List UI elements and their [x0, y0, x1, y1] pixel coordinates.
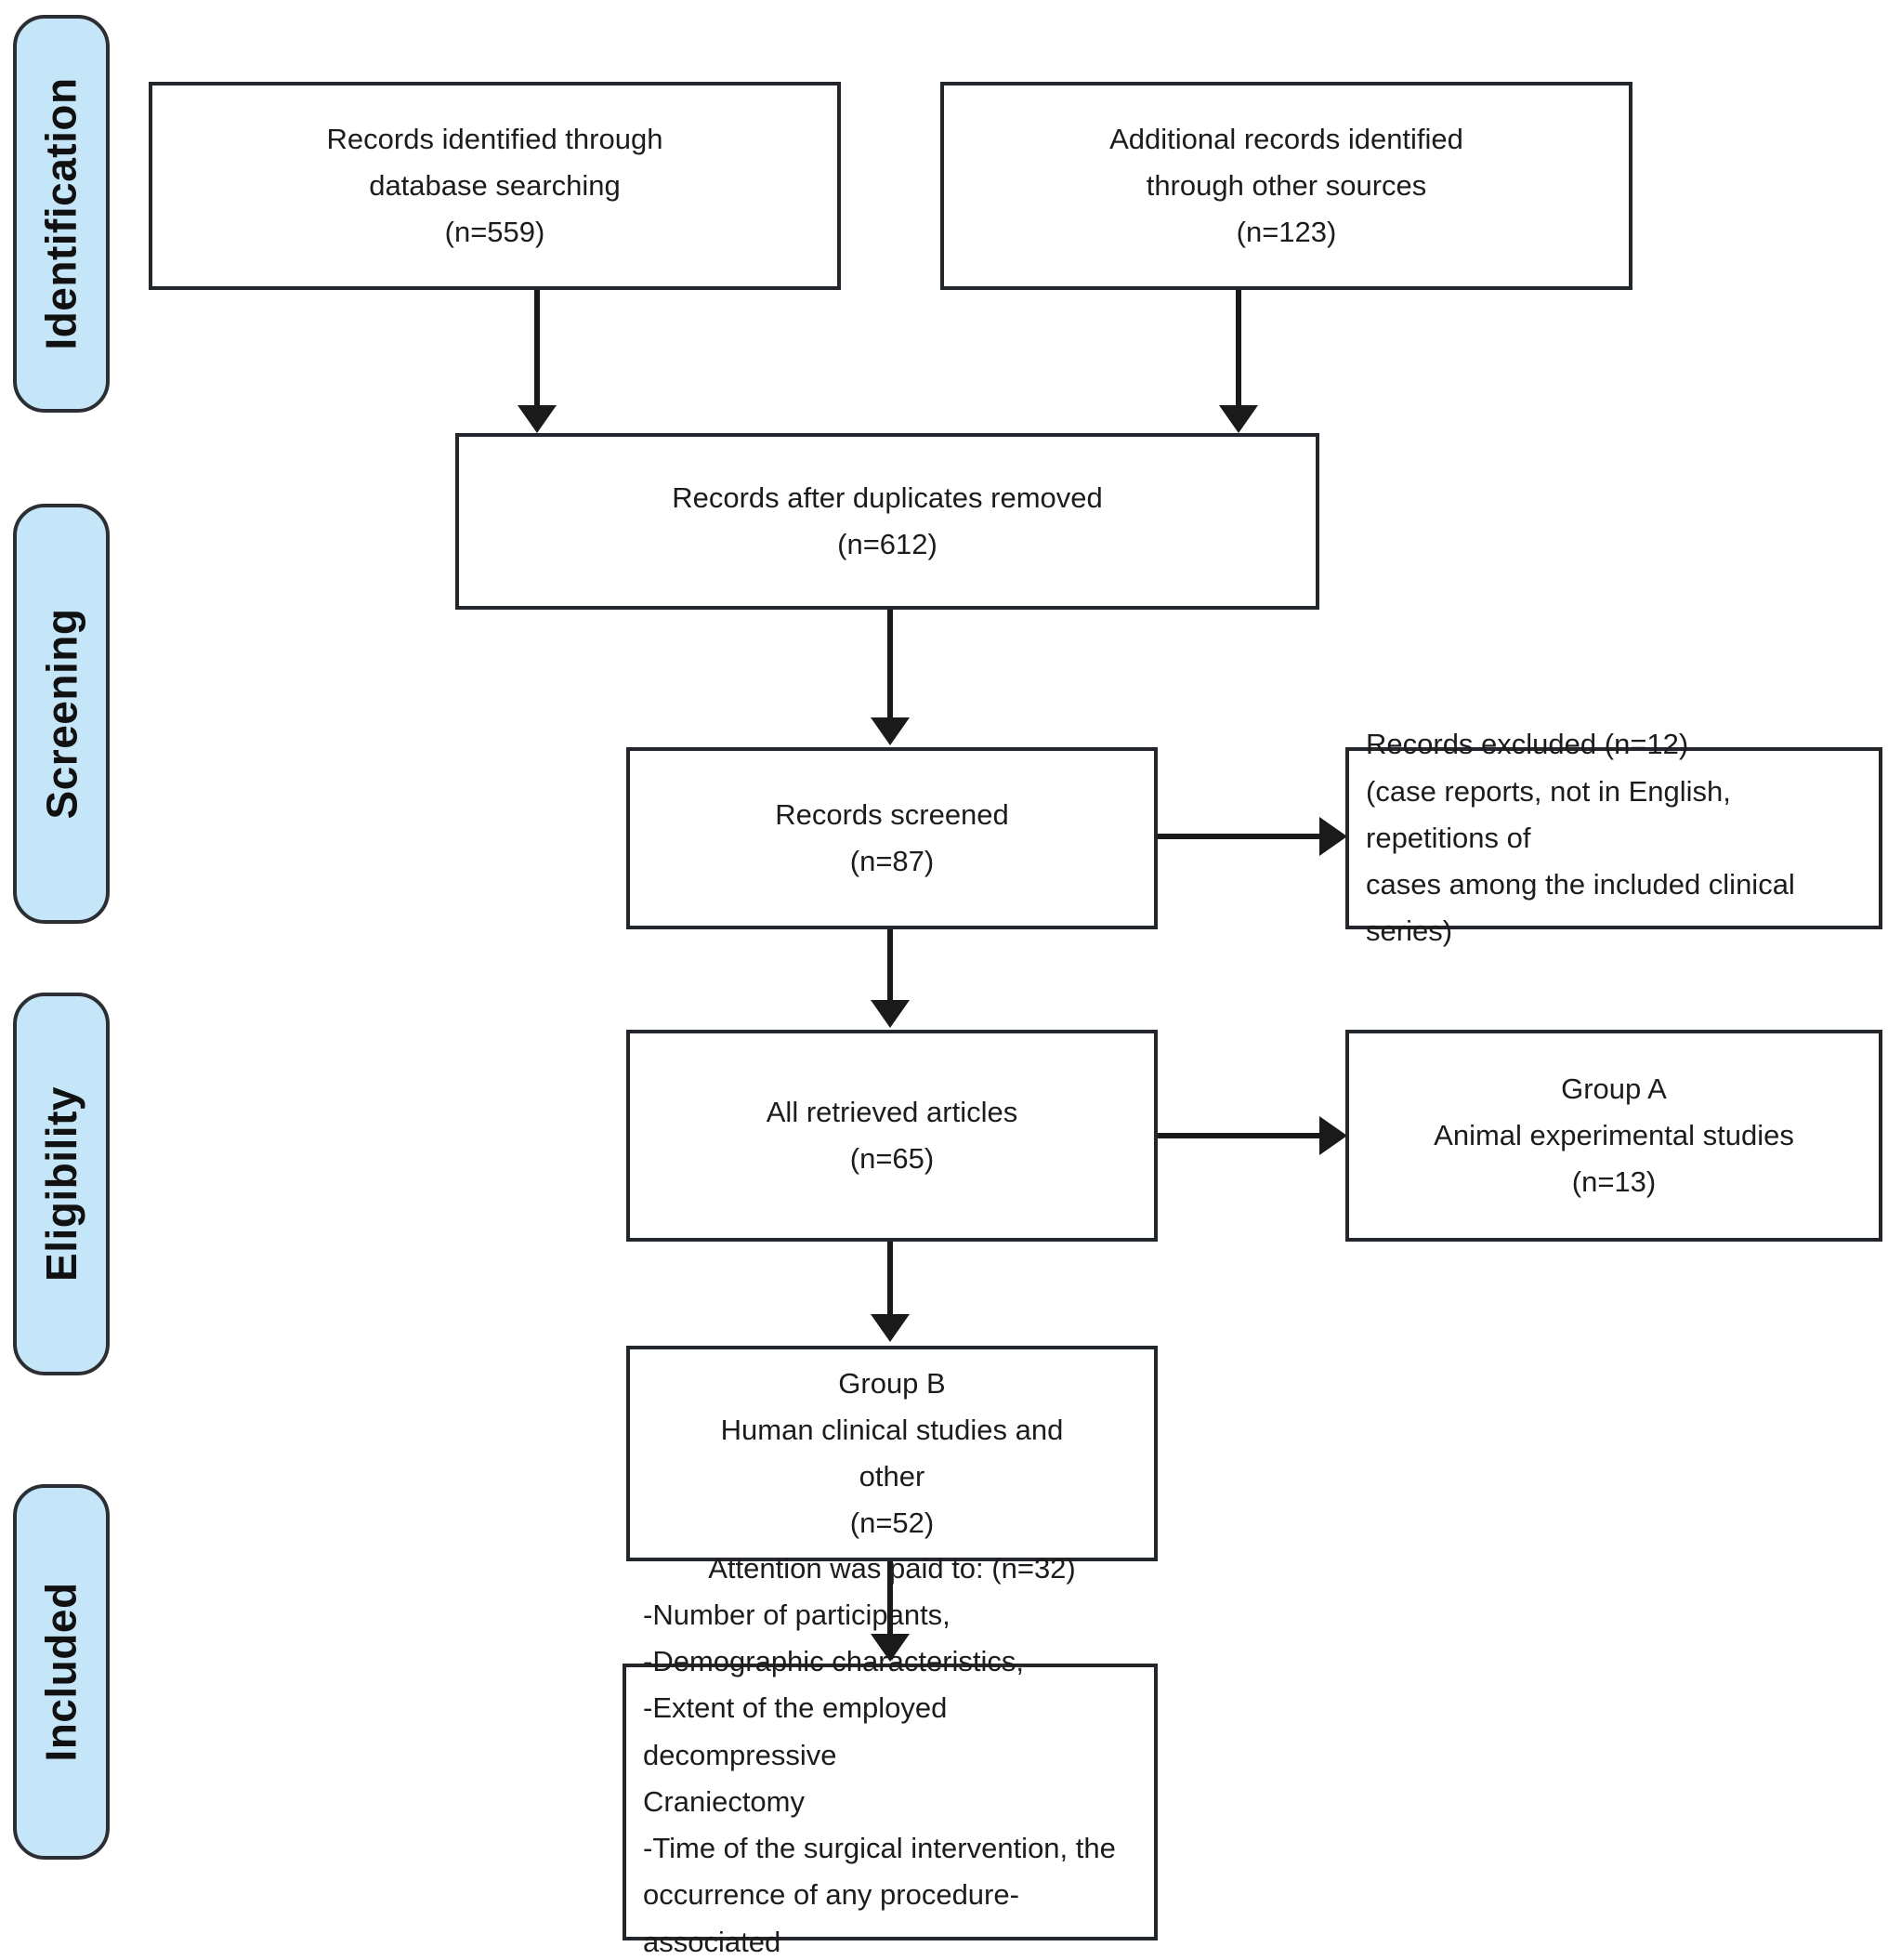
- box-records-identified-other-sources: Additional records identified through ot…: [940, 82, 1632, 290]
- box-line: Craniectomy: [643, 1784, 805, 1818]
- box-line: -Extent of the employed decompressive: [643, 1691, 948, 1771]
- box-line: Additional records identified: [1109, 122, 1463, 155]
- box-line: Group B: [838, 1366, 946, 1400]
- box-count: (n=52): [849, 1506, 935, 1540]
- connector-other-sources-to-duplicates: [1236, 290, 1241, 409]
- box-line: -Demographic characteristics,: [643, 1645, 1025, 1678]
- stage-rail-included-label: Included: [37, 1582, 85, 1762]
- stage-rail-screening-label: Screening: [37, 608, 86, 820]
- box-line: database searching: [369, 168, 621, 202]
- box-records-screened: Records screened (n=87): [626, 747, 1158, 929]
- box-line: Records screened: [775, 797, 1009, 831]
- stage-rail-screening: Screening: [13, 504, 110, 924]
- box-attention-paid-to: Attention was paid to: (n=32) -Number of…: [623, 1552, 1158, 1958]
- box-line: occurrence of any procedure-associated: [643, 1878, 1019, 1958]
- connector-database-to-duplicates: [534, 290, 540, 409]
- stage-rail-included: Included: [13, 1484, 110, 1860]
- connector-retrieved-to-group-a: [1158, 1133, 1325, 1138]
- connector-retrieved-to-group-b: [887, 1242, 893, 1318]
- box-line: -Time of the surgical intervention, the: [643, 1832, 1116, 1865]
- box-line: Records after duplicates removed: [672, 480, 1103, 514]
- box-count: (n=13): [1571, 1165, 1657, 1199]
- arrowhead-database-to-duplicates: [518, 405, 557, 433]
- box-line: Records identified through: [326, 122, 663, 155]
- arrowhead-other-sources-to-duplicates: [1219, 405, 1258, 433]
- box-records-excluded: Records excluded (n=12) (case reports, n…: [1345, 728, 1882, 947]
- stage-rail-identification-label: Identification: [37, 77, 86, 350]
- stage-rail-identification: Identification: [13, 15, 110, 413]
- arrowhead-retrieved-to-group-a: [1319, 1116, 1347, 1155]
- stage-rail-eligibility-label: Eligibility: [37, 1086, 85, 1282]
- box-heading: Attention was paid to: (n=32): [708, 1551, 1076, 1585]
- box-line: Group A: [1561, 1072, 1667, 1105]
- box-group-b-human-studies: Group B Human clinical studies and other…: [626, 1346, 1158, 1561]
- box-line: All retrieved articles: [766, 1095, 1018, 1128]
- box-line: other: [859, 1460, 925, 1493]
- box-count: (n=123): [1236, 216, 1337, 249]
- box-count: (n=559): [444, 216, 545, 249]
- box-line: -Number of participants,: [643, 1598, 951, 1632]
- connector-group-b-to-attention: [887, 1561, 893, 1638]
- box-line: Human clinical studies and: [720, 1413, 1064, 1446]
- stage-rail-eligibility: Eligibility: [13, 993, 110, 1375]
- box-all-retrieved-articles: All retrieved articles (n=65): [626, 1030, 1158, 1242]
- box-line: (case reports, not in English, repetitio…: [1366, 774, 1731, 854]
- connector-duplicates-to-screened: [887, 610, 893, 721]
- box-line: cases among the included clinical series…: [1366, 868, 1795, 948]
- connector-screened-to-excluded: [1158, 834, 1325, 839]
- arrowhead-group-b-to-attention: [871, 1634, 910, 1662]
- box-records-identified-database: Records identified through database sear…: [149, 82, 841, 290]
- box-group-a-animal-studies: Group A Animal experimental studies (n=1…: [1345, 1030, 1882, 1242]
- arrowhead-screened-to-retrieved: [871, 1000, 910, 1028]
- arrowhead-screened-to-excluded: [1319, 817, 1347, 856]
- box-count: (n=65): [849, 1142, 935, 1175]
- box-line: through other sources: [1146, 168, 1427, 202]
- box-line: Records excluded (n=12): [1366, 728, 1689, 761]
- box-records-after-duplicates-removed: Records after duplicates removed (n=612): [455, 433, 1319, 610]
- connector-screened-to-retrieved: [887, 929, 893, 1004]
- box-line: Animal experimental studies: [1434, 1118, 1794, 1151]
- arrowhead-duplicates-to-screened: [871, 717, 910, 745]
- box-count: (n=612): [837, 528, 937, 560]
- box-count: (n=87): [849, 845, 935, 877]
- arrowhead-retrieved-to-group-b: [871, 1314, 910, 1342]
